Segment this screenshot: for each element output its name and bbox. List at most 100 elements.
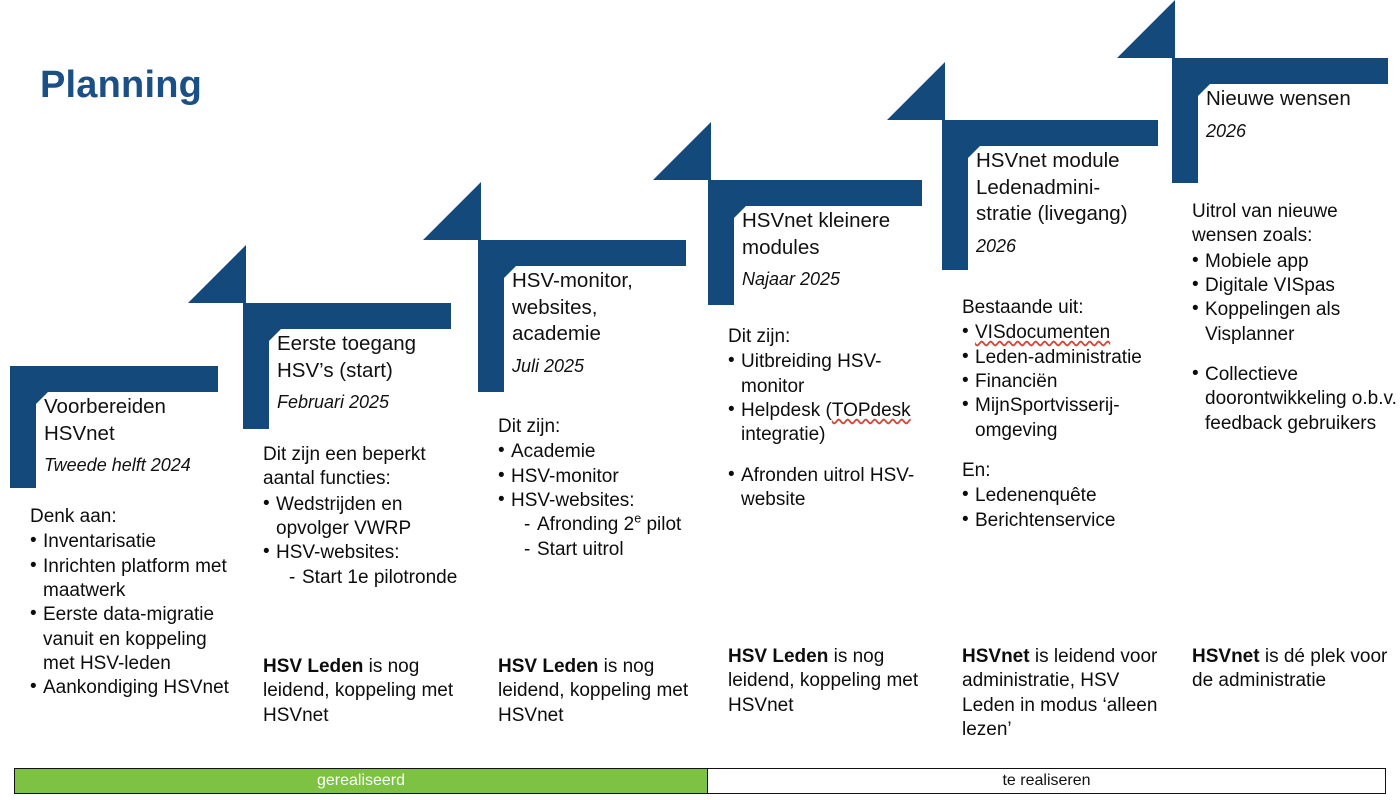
sub-bullet-item: Start uitrol [511, 538, 706, 563]
bullet-item: Leden-administratie [962, 345, 1170, 370]
step-title: Voorbereiden HSVnet [44, 395, 166, 445]
step-date: Juli 2025 [512, 355, 585, 376]
bullet-list: Collectieve doorontwikkeling o.b.v. feed… [1192, 362, 1400, 436]
bullet-item: Afronden uitrol HSV-website [728, 463, 936, 513]
step-group: Denk aan:InventarisatieInrichten platfor… [30, 505, 238, 701]
step-footer-statement: HSVnet is dé plek voor de administratie [1192, 645, 1400, 694]
bullet-list: Afronden uitrol HSV-website [728, 463, 936, 513]
step-body: Dit zijn:Uitbreiding HSV-monitorHelpdesk… [728, 325, 936, 512]
step-group: Dit zijn:AcademieHSV-monitorHSV-websites… [498, 415, 706, 562]
bullet-item: Berichtenservice [962, 507, 1170, 533]
step-footer-statement: HSV Leden is nog leidend, koppeling met … [263, 655, 475, 728]
group-lead: En: [962, 459, 991, 481]
step-date: 2026 [1206, 120, 1247, 141]
legend-segment-done: gerealiseerd [15, 769, 708, 793]
group-lead: Denk aan: [30, 506, 117, 527]
step-group: Afronden uitrol HSV-website [728, 463, 936, 513]
bullet-item: VISdocumenten [962, 320, 1170, 345]
group-lead: Uitrol van nieuwe wensen zoals: [1192, 201, 1338, 247]
step-body: Bestaande uit:VISdocumentenLeden-adminis… [962, 296, 1170, 533]
bullet-list: VISdocumentenLeden-administratieFinancië… [962, 320, 1170, 443]
bullet-item: Koppelingen als Visplanner [1192, 297, 1400, 347]
step-header: Nieuwe wensen 2026 [1206, 86, 1400, 143]
bullet-item: Wedstrijden en opvolger VWRP [263, 492, 471, 542]
bullet-list: LedenenquêteBerichtenservice [962, 483, 1170, 533]
page-title: Planning [40, 64, 203, 106]
bullet-item: MijnSportvisserij-omgeving [962, 393, 1170, 443]
step-footer-statement: HSV Leden is nog leidend, koppeling met … [728, 645, 940, 718]
bullet-list: Mobiele appDigitale VISpasKoppelingen al… [1192, 249, 1400, 347]
footer-text: is dé plek voor de administratie [1192, 646, 1388, 692]
group-lead: Dit zijn: [498, 416, 561, 437]
step-date: Najaar 2025 [742, 269, 841, 290]
footer-emphasis: HSV Leden [728, 646, 829, 667]
group-lead: Dit zijn: [728, 326, 791, 347]
step-body: Denk aan:InventarisatieInrichten platfor… [30, 505, 238, 701]
step-header: HSVnet module Ledenadmini- stratie (live… [976, 148, 1188, 258]
footer-emphasis: HSVnet [1192, 646, 1260, 667]
footer-text: is nog leidend, koppeling met HSVnet [263, 656, 454, 726]
bullet-list: Uitbreiding HSV-monitorHelpdesk (TOPdesk… [728, 349, 936, 448]
bullet-item: HSV-websites:Afronding 2e pilotStart uit… [498, 488, 706, 563]
step-riser-triangle [887, 62, 945, 120]
step-body: Uitrol van nieuwe wensen zoals:Mobiele a… [1192, 200, 1400, 436]
step-title: Nieuwe wensen [1206, 87, 1351, 110]
bullet-list: InventarisatieInrichten platform met maa… [30, 529, 238, 700]
spellcheck-underline: TOPdesk [831, 399, 911, 421]
legend-segment-todo: te realiseren [708, 769, 1385, 793]
step-date: Tweede helft 2024 [44, 455, 191, 476]
bullet-item: Inrichten platform met maatwerk [30, 554, 238, 604]
sub-bullet-item: Start 1e pilotronde [276, 566, 471, 591]
step-riser-triangle [423, 182, 481, 240]
group-lead: Dit zijn een beperkt aantal functies: [263, 444, 426, 490]
step-title: HSVnet module Ledenadmini- stratie (live… [976, 149, 1128, 226]
step-group: Bestaande uit:VISdocumentenLeden-adminis… [962, 296, 1170, 443]
footer-emphasis: HSVnet [962, 646, 1030, 667]
bullet-item: Aankondiging HSVnet [30, 675, 238, 700]
step-group: En:LedenenquêteBerichtenservice [962, 459, 1170, 533]
step-date: 2026 [976, 235, 1017, 256]
bullet-item: Mobiele app [1192, 249, 1400, 274]
step-body: Dit zijn:AcademieHSV-monitorHSV-websites… [498, 415, 706, 562]
bullet-item: Digitale VISpas [1192, 273, 1400, 298]
bullet-item: HSV-monitor [498, 464, 706, 489]
legend-bar: gerealiseerd te realiseren [14, 768, 1386, 794]
step-footer-statement: HSVnet is leidend voor administratie, HS… [962, 645, 1174, 742]
step-title: HSV-monitor, websites, academie [512, 269, 633, 346]
step-title: Eerste toegang HSV’s (start) [277, 332, 417, 382]
step-group: Dit zijn:Uitbreiding HSV-monitorHelpdesk… [728, 325, 936, 448]
bullet-list: Wedstrijden en opvolger VWRPHSV-websites… [263, 492, 471, 591]
spellcheck-underline: VISdocumenten [975, 322, 1111, 344]
step-body: Dit zijn een beperkt aantal functies:Wed… [263, 443, 471, 590]
sub-bullet-list: Afronding 2e pilotStart uitrol [511, 513, 706, 563]
group-lead: Bestaande uit: [962, 297, 1084, 318]
bullet-item: Financiën [962, 369, 1170, 394]
step-riser-triangle [653, 122, 711, 180]
bullet-list: AcademieHSV-monitorHSV-websites:Afrondin… [498, 439, 706, 563]
bullet-item: Inventarisatie [30, 529, 238, 554]
step-footer-statement: HSV Leden is nog leidend, koppeling met … [498, 655, 710, 728]
bullet-item: Academie [498, 439, 706, 464]
footer-text: is leidend voor administratie, HSV Leden… [962, 646, 1158, 740]
footer-emphasis: HSV Leden [498, 656, 599, 677]
step-title: HSVnet kleinere modules [742, 209, 891, 259]
step-riser-triangle [188, 245, 246, 303]
footer-emphasis: HSV Leden [263, 656, 364, 677]
step-date: Februari 2025 [277, 392, 390, 413]
step-group: Collectieve doorontwikkeling o.b.v. feed… [1192, 362, 1400, 436]
footer-text: is nog leidend, koppeling met HSVnet [498, 656, 689, 726]
sub-bullet-item: Afronding 2e pilot [511, 513, 706, 538]
bullet-item: HSV-websites:Start 1e pilotronde [263, 540, 471, 591]
bullet-item: Collectieve doorontwikkeling o.b.v. feed… [1192, 362, 1400, 436]
step-group: Dit zijn een beperkt aantal functies:Wed… [263, 443, 471, 590]
step-group: Uitrol van nieuwe wensen zoals:Mobiele a… [1192, 200, 1400, 347]
bullet-item: Helpdesk (TOPdesk integratie) [728, 398, 936, 448]
step-header: Eerste toegang HSV’s (start) Februari 202… [277, 331, 482, 415]
footer-text: is nog leidend, koppeling met HSVnet [728, 646, 919, 716]
bullet-item: Uitbreiding HSV-monitor [728, 349, 936, 399]
bullet-item: Eerste data-migratie vanuit en koppeling… [30, 602, 238, 676]
step-riser-triangle [1117, 0, 1175, 58]
